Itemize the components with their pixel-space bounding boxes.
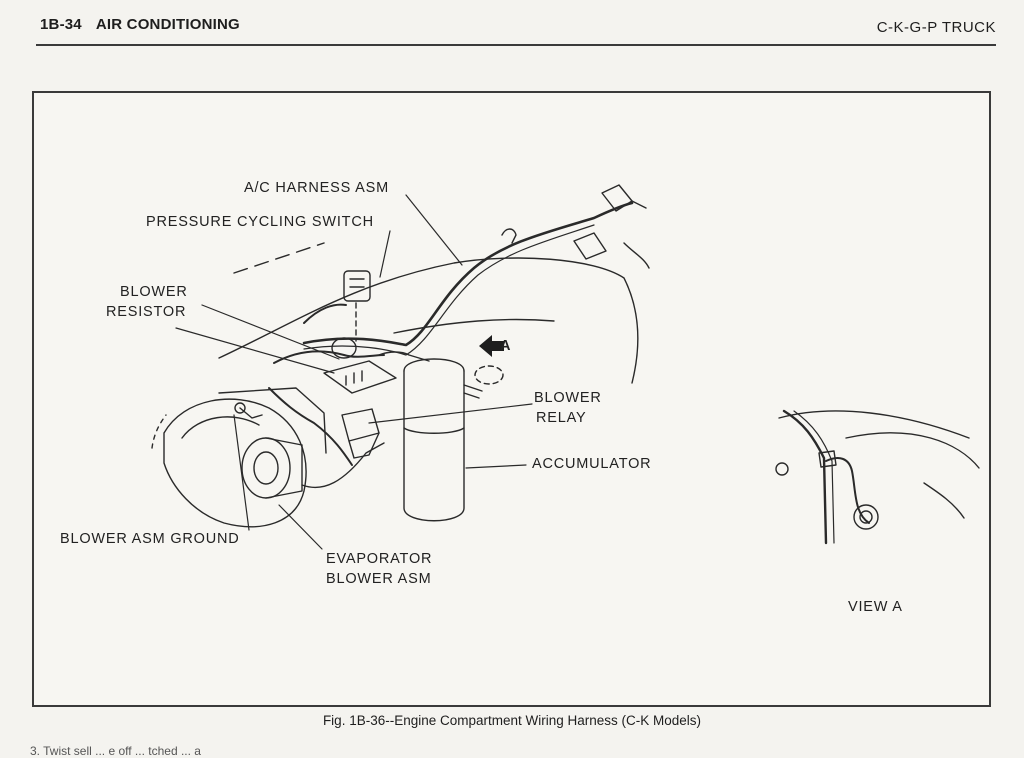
blower-housing — [163, 398, 307, 528]
header-left: 1B-34 AIR CONDITIONING — [40, 16, 240, 33]
resistor-plate — [323, 360, 397, 394]
housing-dash-left — [151, 414, 167, 449]
label-blower-relay-line1: BLOWER — [534, 390, 602, 406]
label-accumulator: ACCUMULATOR — [532, 456, 652, 472]
blower-housing-inner — [181, 416, 260, 439]
header-rule — [36, 44, 996, 46]
vehicle-title: C-K-G-P TRUCK — [876, 19, 996, 36]
evap-tube — [301, 442, 385, 489]
label-view-arrow: A — [500, 338, 512, 354]
view-a-grommet — [853, 504, 879, 530]
view-a-wire-2 — [793, 410, 835, 544]
view-a-edge — [923, 482, 965, 519]
accumulator-body — [403, 370, 465, 522]
label-blower-relay-line2: RELAY — [536, 410, 587, 426]
label-view-a: VIEW A — [848, 599, 903, 615]
blower-relay — [341, 408, 380, 442]
label-blower-resistor-line2: RESISTOR — [106, 304, 187, 320]
accumulator-pipe — [463, 384, 483, 399]
leader-blower-resistor-1 — [201, 304, 340, 360]
ground-bolt — [234, 402, 246, 414]
view-a-grommet-inner — [859, 510, 873, 524]
leader-blower-relay — [368, 403, 533, 424]
view-a-fender — [778, 410, 970, 439]
switch-connector-detail — [349, 278, 365, 288]
wiring-diagram-illustration — [151, 184, 980, 550]
section-title: AIR CONDITIONING — [95, 16, 240, 33]
accumulator-cap — [474, 365, 504, 385]
harness-main-2 — [303, 224, 595, 356]
label-ac-harness: A/C HARNESS ASM — [244, 180, 389, 196]
harness-loop — [303, 303, 347, 324]
page-number: 1B-34 — [40, 16, 82, 33]
leader-accumulator — [465, 464, 527, 469]
hood-edge — [233, 242, 325, 274]
label-blower-ground: BLOWER ASM GROUND — [60, 531, 240, 547]
figure-frame: A/C HARNESS ASM PRESSURE CYCLING SWITCH … — [32, 91, 991, 707]
blower-motor-body — [265, 437, 303, 499]
view-a-clip — [818, 450, 837, 468]
view-arrow — [479, 335, 504, 357]
label-blower-resistor-line1: BLOWER — [120, 284, 188, 300]
blower-motor — [241, 437, 291, 499]
fender-outline — [218, 257, 639, 384]
harness-branch-down — [268, 387, 353, 466]
leader-blower-ground — [233, 414, 250, 531]
leader-pressure-switch — [379, 230, 391, 278]
accumulator-line — [378, 351, 430, 362]
harness-main — [302, 201, 634, 347]
accumulator-band — [403, 427, 465, 434]
harness-clip — [501, 228, 517, 244]
leader-blower-resistor-2 — [175, 327, 335, 374]
label-evaporator-line2: BLOWER ASM — [326, 571, 432, 587]
label-evaporator-line1: EVAPORATOR — [326, 551, 433, 567]
view-a-branch — [825, 457, 870, 524]
view-a-body — [845, 432, 980, 469]
blower-relay-plug — [348, 432, 380, 459]
blower-motor-face — [253, 451, 279, 485]
accumulator-top — [403, 358, 465, 372]
leader-ac-harness — [405, 194, 463, 266]
harness-tail — [623, 200, 650, 269]
resistor-coils — [345, 370, 363, 386]
figure-caption: Fig. 1B-36--Engine Compartment Wiring Ha… — [322, 713, 702, 728]
label-pressure-cycling-switch: PRESSURE CYCLING SWITCH — [146, 214, 374, 230]
view-a-wire — [782, 409, 828, 545]
view-a-bolt — [775, 462, 789, 476]
firewall-line — [393, 318, 555, 334]
switch-connector — [343, 270, 371, 302]
bottom-partial-text: 3. Twist sell ... e off ... tched ... a — [30, 744, 201, 758]
leader-evaporator — [278, 504, 323, 550]
ground-strap — [239, 407, 263, 419]
harness-right-connector — [573, 232, 607, 260]
harness-branch-left — [273, 350, 385, 364]
